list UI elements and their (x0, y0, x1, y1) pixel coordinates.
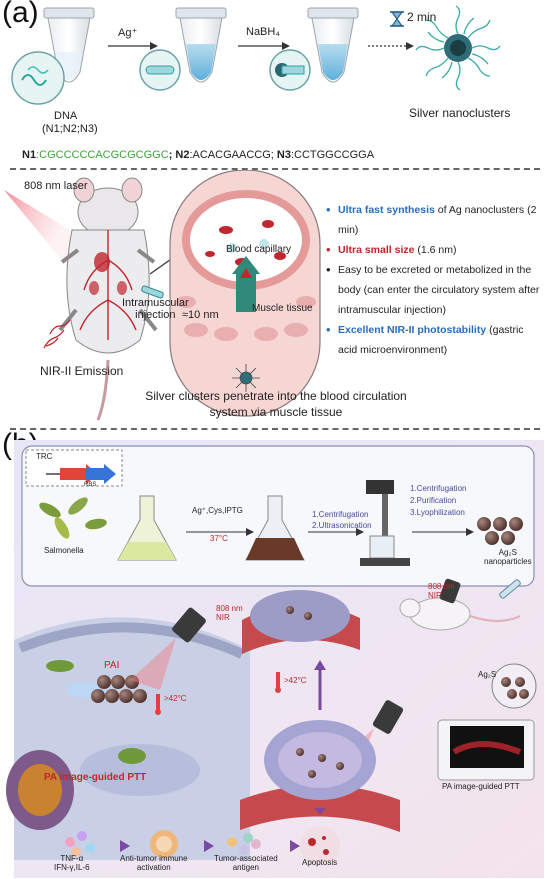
n2-name: ; N2 (168, 149, 190, 161)
ag2s-nanoparticles (477, 517, 523, 545)
laser-left-label: 808 nm NIR (216, 604, 243, 622)
immune-activation-label: Anti-tumor immune activation (120, 854, 188, 872)
feature-item-3: •Easy to be excreted or metabolized in t… (326, 262, 540, 316)
ag2s-zoom (491, 663, 537, 709)
panel-a-mouse-illustration (4, 170, 321, 421)
temp-mid-label: >42°C (284, 676, 307, 685)
tube-2 (175, 7, 227, 83)
laser-device-right (439, 578, 461, 604)
panel-a-letter: (a) (2, 0, 39, 29)
reagents-label: Ag⁺,Cys,IPTG (192, 506, 243, 515)
feature-item-4: •Excellent NIR-II photostability (gastri… (326, 322, 524, 356)
emission-label: NIR-II Emission (40, 364, 124, 378)
muscle-tissue-label: Muscle tissue (252, 303, 313, 314)
feature-4-bold: Excellent NIR-II photostability (338, 324, 487, 336)
panel-a-caption: Silver clusters penetrate into the blood… (145, 389, 407, 419)
feature-3-text: Easy to be excreted or metabolized in th… (338, 264, 540, 316)
feature-list: •Ultra fast synthesis of Ag nanoclusters… (326, 200, 544, 360)
hourglass-icon (390, 11, 404, 27)
sonicator (360, 480, 410, 566)
pa-monitor (437, 719, 535, 781)
laser-right-label: 808 nm NIR (428, 582, 455, 600)
n2-sequence: :ACACGAACCG; (189, 149, 277, 161)
salmonella-label: Salmonella (44, 546, 84, 555)
rbs-label: RBS (84, 482, 97, 488)
cytokine-cluster (65, 831, 95, 857)
feature-1-text: of Ag nanoclusters (2 min) (338, 204, 537, 236)
blood-capillary-label: Blood capillary (226, 244, 292, 255)
temp-left-label: >42°C (164, 694, 187, 703)
laser-device-left (130, 607, 206, 690)
feature-item-1: •Ultra fast synthesis of Ag nanoclusters… (326, 202, 537, 236)
thermometer-left (155, 694, 161, 715)
silver-nanocluster (415, 5, 501, 91)
flask-2 (245, 495, 305, 561)
sequence-line: N1:CGCCCCCACGCGCGGC; N2:ACACGAACCG; N3:C… (22, 149, 374, 161)
separator-bottom (10, 428, 540, 430)
step-2-label: 2.Ultrasonication (312, 521, 372, 530)
pa-guided-left-label: PA image-guided PTT (44, 772, 147, 783)
dna-sublabel: (N1;N2;N3) (42, 123, 98, 135)
temperature-label: 37°C (210, 534, 228, 543)
nabh4-label: NaBH₄ (246, 26, 280, 38)
size-label: ≈10 nm (182, 309, 219, 321)
syringe (141, 285, 164, 299)
timer-label: 2 min (407, 10, 437, 24)
feature-4-text: (gastric acid microenvironment) (338, 324, 524, 356)
cytokines-label: TNF-α IFN-γ,IL-6 (54, 854, 90, 872)
capillary-zoom (169, 170, 321, 417)
dna-label: DNA (54, 110, 78, 122)
apoptosis-label: Apoptosis (302, 858, 338, 867)
cell-nanoparticles (91, 675, 147, 703)
step-1-label: 1.Centrifugation (312, 510, 369, 519)
pa-guided-right-label: PA image-guided PTT (442, 782, 520, 791)
n1-name: N1 (22, 149, 37, 161)
zoom-circle-1 (11, 51, 65, 105)
n3-name: N3 (276, 149, 291, 161)
panel-b-illustration (6, 440, 544, 878)
pai-label: PAI (104, 660, 120, 671)
feature-item-2: •Ultra small size (1.6 nm) (326, 242, 457, 257)
panel-a-synthesis-illustration (11, 5, 501, 105)
trc-label: TRC (36, 452, 53, 461)
purification-1-label: 1.Centrifugation (410, 484, 467, 493)
laser-beam (4, 190, 70, 270)
immune-cell (150, 830, 178, 858)
tumor-cell (6, 617, 250, 860)
tube-3 (307, 7, 359, 83)
ag-plus-label: Ag⁺ (118, 27, 138, 39)
antigen-cluster (227, 833, 261, 855)
injection-label: Intramuscular injection (122, 297, 189, 321)
emission-arrows (43, 319, 71, 349)
separator-top (10, 168, 540, 170)
tissue-nanoparticles (286, 606, 344, 778)
salmonella (39, 497, 107, 539)
tumor-antigen-label: Tumor-associated antigen (214, 854, 278, 872)
ag2s-small-label: Ag₂S (478, 670, 497, 679)
n3-sequence: :CCTGGCCGGA (290, 149, 375, 161)
nanoparticles-label: Ag₂S nanoparticles (484, 548, 532, 566)
thermometer-mid (275, 672, 281, 693)
purification-2-label: 2.Purification (410, 496, 457, 505)
feature-2-bold: Ultra small size (338, 244, 415, 256)
n1-sequence: :CGCCCCCACGCGCGGC (36, 149, 169, 161)
flask-1 (117, 495, 177, 561)
purification-3-label: 3.Lyophilization (410, 508, 465, 517)
feature-1-bold: Ultra fast synthesis (338, 204, 435, 216)
nanocluster-label: Silver nanoclusters (409, 106, 511, 120)
apoptosis-cell (300, 826, 340, 866)
feature-2-text: (1.6 nm) (414, 244, 457, 256)
laser-label: 808 nm laser (24, 180, 88, 192)
syringe-right (499, 579, 521, 599)
